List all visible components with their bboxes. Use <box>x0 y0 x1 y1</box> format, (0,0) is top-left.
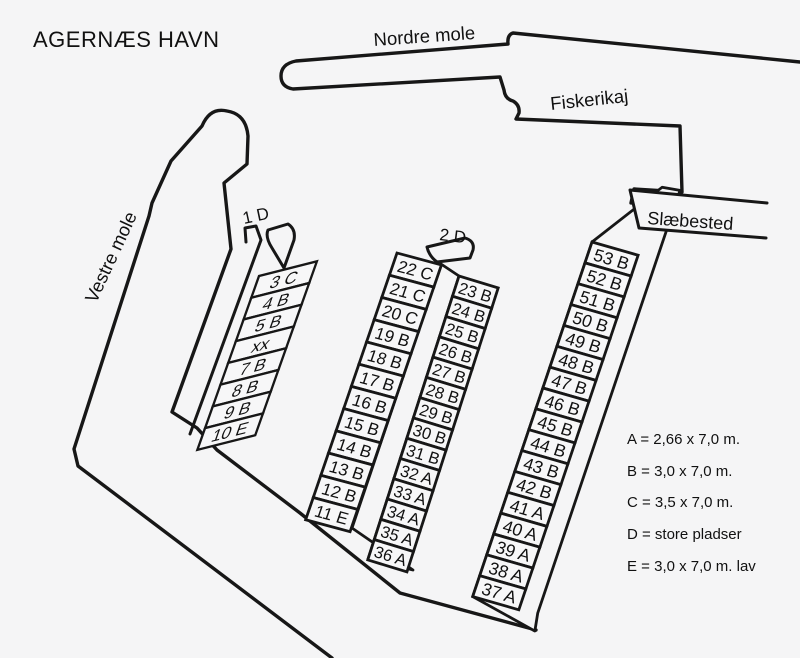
pier-middle-left: 22 C21 C20 C19 B18 B17 B16 B15 B14 B13 B… <box>303 251 444 534</box>
legend: A = 2,66 x 7,0 m. B = 3,0 x 7,0 m. C = 3… <box>627 431 756 575</box>
nordre-mole-label: Nordre mole <box>373 22 476 50</box>
west-walkway-line <box>188 224 263 436</box>
berth-1d-label: 1 D <box>241 204 271 228</box>
pier-east: 53 B52 B51 B50 B49 B48 B47 B46 B45 B44 B… <box>470 185 682 633</box>
north-quay-outline <box>279 31 800 205</box>
legend-item-a: A = 2,66 x 7,0 m. <box>627 431 740 448</box>
berth-cell <box>365 537 416 574</box>
berth-2d-label: 2 D <box>439 225 468 247</box>
legend-item-e: E = 3,0 x 7,0 m. lav <box>627 558 756 575</box>
slipway-box-fill <box>630 190 767 238</box>
berth-cell <box>470 573 528 612</box>
vestre-mole-label: Vestre mole <box>81 208 141 305</box>
legend-item-b: B = 3,0 x 7,0 m. <box>627 463 732 480</box>
berth-cell <box>195 411 265 452</box>
legend-item-d: D = store pladser <box>627 526 742 543</box>
boat-1d-shape <box>265 222 296 270</box>
boat-2d-shape <box>425 236 475 264</box>
page-title: AGERNÆS HAVN <box>33 27 220 52</box>
west-shore-outline <box>72 108 538 658</box>
berth-cell <box>303 495 360 534</box>
fiskerikaj-label: Fiskerikaj <box>549 85 629 114</box>
legend-item-c: C = 3,5 x 7,0 m. <box>627 494 733 511</box>
slipway-box-outline <box>628 188 769 240</box>
pier-middle-right: 23 B24 B25 B26 B27 B28 B29 B30 B31 B32 A… <box>365 274 500 574</box>
